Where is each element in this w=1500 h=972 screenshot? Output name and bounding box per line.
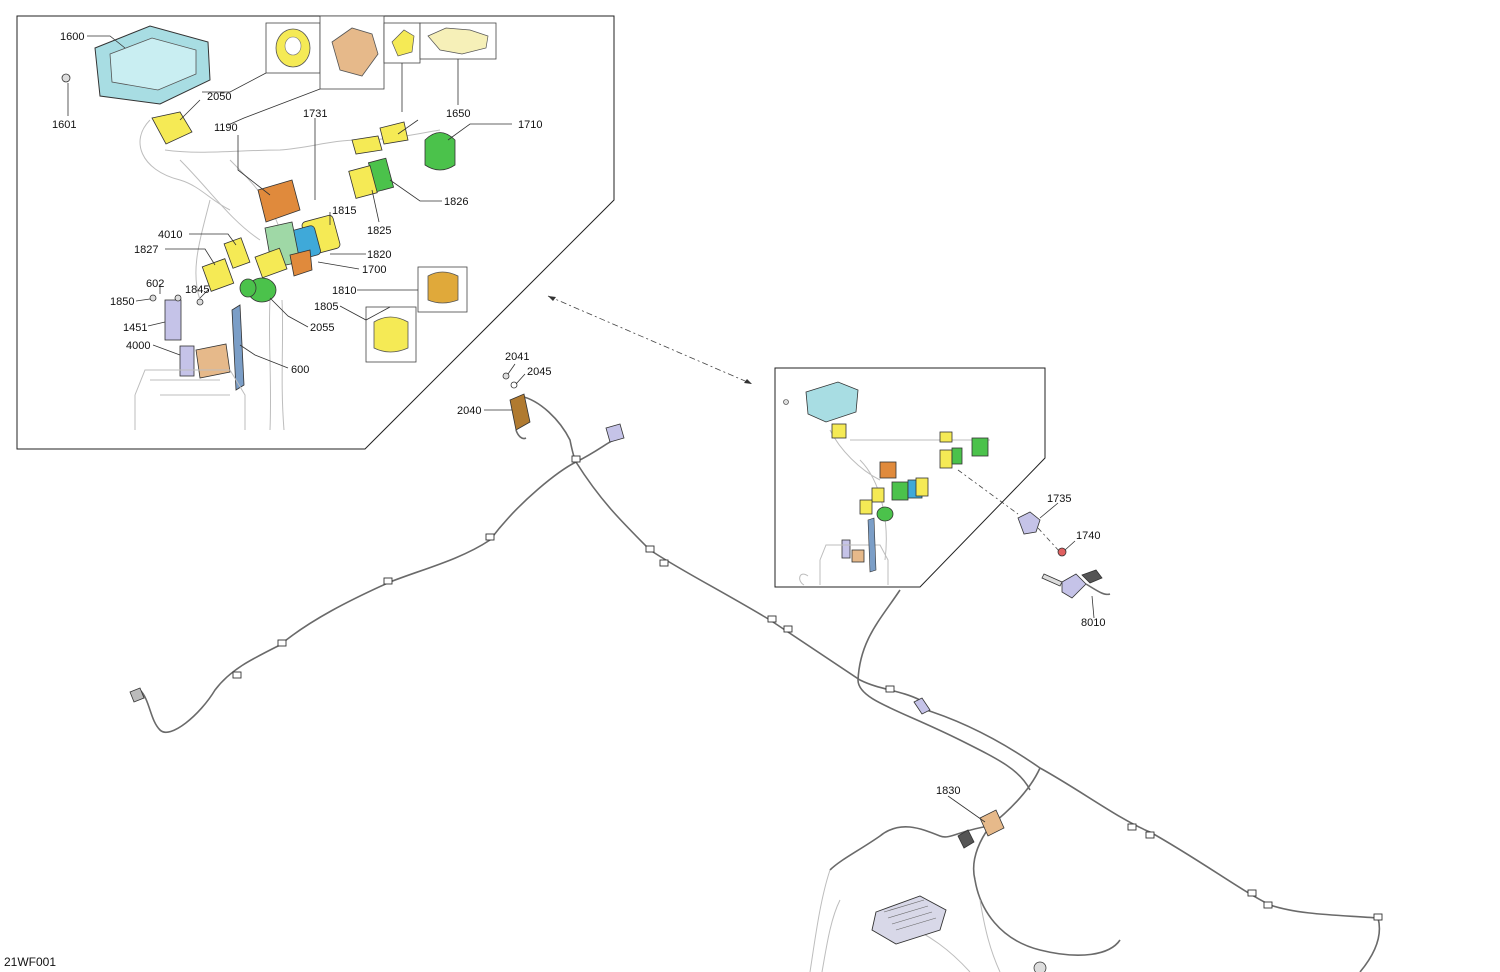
callout-4010: 4010 [158,229,182,241]
callout-1650: 1650 [446,108,470,120]
voltage-regulator [871,895,947,945]
callout-1815: 1815 [332,205,356,217]
part-2040-bracket [502,372,531,440]
harness-clips [232,455,1383,921]
callout-1827: 1827 [134,244,158,256]
callout-8010: 8010 [1081,617,1105,629]
part-1740 [1057,547,1067,557]
callout-602: 602 [146,278,164,290]
callout-1190: 1190 [214,122,238,134]
instrument-display [94,25,211,105]
main-harness [139,395,1381,972]
callout-2040: 2040 [457,405,481,417]
detail-link-arrow [547,295,753,385]
callout-1810: 1810 [332,285,356,297]
end-connector-mid [913,697,931,715]
callout-1820: 1820 [367,249,391,261]
callout-2050: 2050 [207,91,231,103]
callout-1601: 1601 [52,119,76,131]
callout-1850: 1850 [110,296,134,308]
callout-1826: 1826 [444,196,468,208]
part-8010 [1041,569,1111,599]
callout-1735: 1735 [1047,493,1071,505]
end-connector-left [129,687,145,703]
detail-frame-large [16,15,615,450]
callout-1825: 1825 [367,225,391,237]
callout-2041: 2041 [505,351,529,363]
thumb-1650a [383,22,421,64]
callout-2055: 2055 [310,322,334,334]
callout-1830: 1830 [936,785,960,797]
callout-1600: 1600 [60,31,84,43]
end-connector-top [605,423,625,443]
callout-600: 600 [291,364,309,376]
callout-1710: 1710 [518,119,542,131]
callout-1845: 1845 [185,284,209,296]
detail-harness [139,119,441,431]
diagram-code: 21WF001 [4,955,57,969]
callout-1451: 1451 [123,322,147,334]
callout-1740: 1740 [1076,530,1100,542]
part-1735 [1017,511,1041,535]
callout-1805: 1805 [314,301,338,313]
small-detail-harness [783,381,990,586]
callout-4000: 4000 [126,340,150,352]
detail-frame-small [774,367,1046,588]
callout-2045: 2045 [527,366,551,378]
part-1830-grommet [979,809,1005,837]
callout-1731: 1731 [303,108,327,120]
callout-1700: 1700 [362,264,386,276]
